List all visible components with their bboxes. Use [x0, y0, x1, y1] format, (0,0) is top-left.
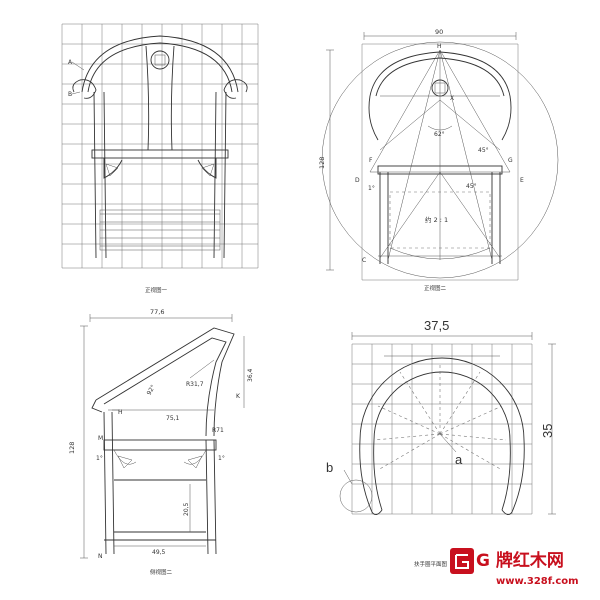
ratio-label: 约 2 : 1 [425, 215, 448, 224]
watermark-url: www.328f.com [496, 576, 579, 587]
front-view-2: 90 128 H X 62° 45° 45° F G D E 1° C 约 2 … [318, 28, 559, 292]
pt-h: H [437, 43, 442, 50]
seat-side [103, 439, 217, 451]
seat-rail [91, 149, 229, 159]
plan-view-caption: 扶手圈平面图 [414, 560, 448, 568]
pt-x: X [450, 95, 454, 102]
leg-circle [339, 479, 373, 513]
pt-1a: 1° [96, 455, 103, 462]
armrest-ring-outer [359, 357, 525, 513]
pt-n: N [98, 553, 103, 560]
front-view-1-caption: 正视图一 [145, 286, 168, 294]
front-view-2-caption: 正视图二 [424, 284, 447, 292]
r71: R71 [212, 427, 224, 434]
pt-c: C [362, 257, 366, 264]
angle-62: 62° [434, 131, 445, 138]
plan-height-dim: 35 [540, 424, 555, 438]
dim-751: 75,1 [166, 415, 180, 422]
legs-2 [379, 172, 501, 264]
angle-45: 45° [478, 147, 489, 154]
left-hand-scroll [72, 79, 97, 99]
armrest-ring-inner [373, 371, 511, 511]
pt-m: M [98, 435, 103, 442]
pt-h-side: H [118, 409, 123, 416]
point-b-label: B [68, 91, 72, 98]
legs-side [103, 411, 217, 555]
radial-lines [373, 362, 507, 471]
dim-495: 49,5 [152, 549, 166, 556]
footrest [100, 213, 220, 247]
side-view: 77,6 128 92° R31,7 36,4 75,1 R71 20,5 49… [68, 308, 254, 576]
pt-1: 1° [368, 185, 375, 192]
front-view-1: A B 正视图一 [61, 23, 259, 294]
medallion [150, 50, 170, 70]
front-view-1-grid [61, 23, 259, 269]
pt-e: E [520, 177, 524, 184]
pt-f: F [369, 157, 373, 164]
point-a-label: A [68, 59, 73, 66]
plan-pt-b: b [326, 460, 333, 475]
armrest-side [95, 327, 235, 437]
side-view-caption: 侧视图二 [150, 568, 173, 576]
plan-view: 37,5 35 a b 扶手圈平面图 [326, 318, 556, 568]
side-width-dim: 77,6 [150, 308, 164, 316]
pt-d: D [355, 177, 360, 184]
armrest-crest [81, 35, 239, 93]
pt-k: K [236, 393, 241, 400]
proportion-circle [321, 41, 559, 279]
construction-lines [369, 49, 511, 261]
r31: R31,7 [186, 381, 204, 388]
pt-g: G [508, 157, 513, 164]
side-height-dim: 128 [68, 442, 76, 454]
width-dim: 90 [435, 28, 443, 36]
angle-back: 92° [146, 384, 157, 397]
height-dim: 128 [318, 157, 326, 169]
watermark: G 牌红木网 www.328f.com [450, 548, 579, 587]
dim-364: 36,4 [247, 368, 254, 382]
pt-1b: 1° [218, 455, 225, 462]
watermark-brand: G 牌红木网 [476, 550, 564, 571]
plan-pt-a: a [455, 452, 463, 467]
spandrels [105, 163, 215, 177]
plan-view-grid [351, 343, 533, 515]
right-hand-scroll [223, 79, 248, 99]
plan-width-dim: 37,5 [424, 318, 449, 333]
dim-205: 20,5 [183, 502, 190, 516]
backsplat [145, 45, 175, 151]
front-view-2-grid [361, 43, 519, 281]
angle-45b: 45° [466, 183, 477, 190]
legs [93, 91, 227, 259]
